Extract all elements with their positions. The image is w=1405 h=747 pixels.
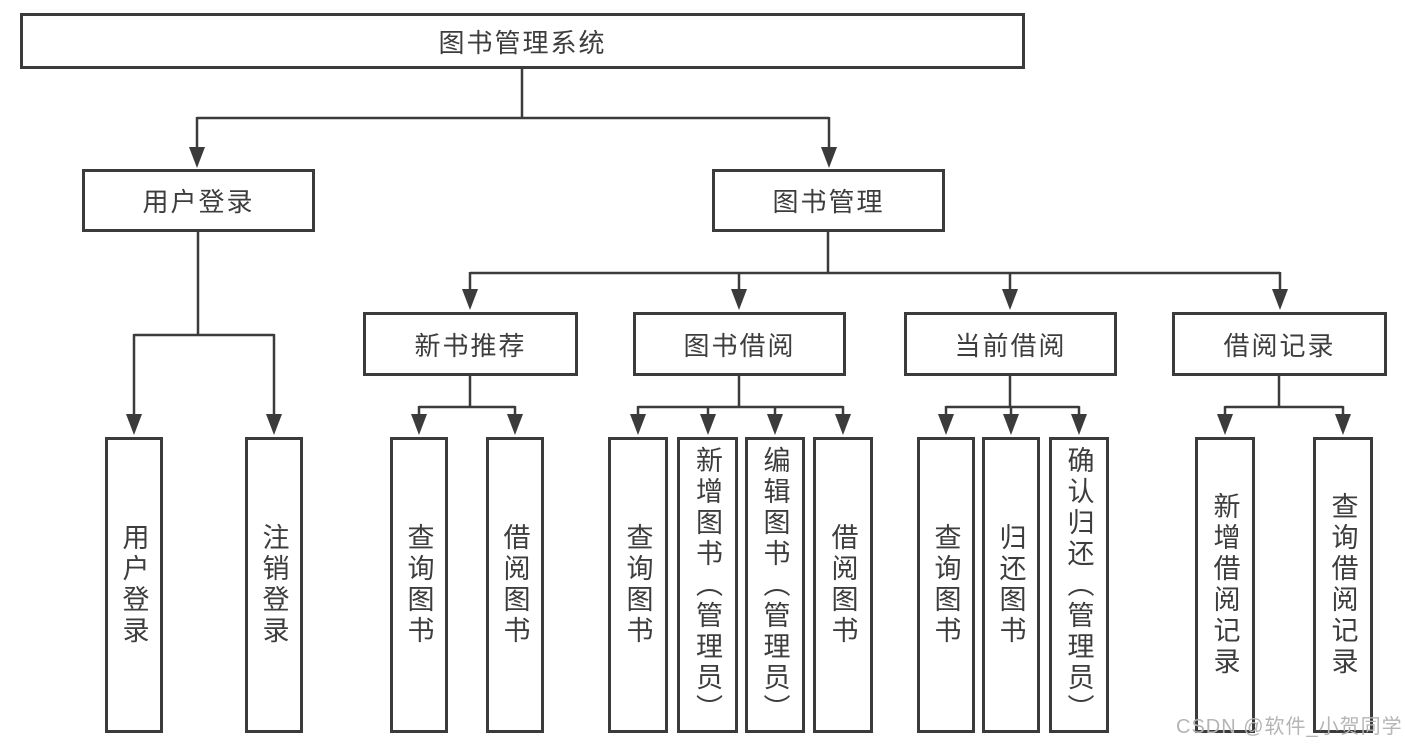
node-u1: 用户登录 — [105, 437, 163, 733]
node-r1: 查询图书 — [390, 437, 448, 733]
node-b3: 编辑图书（管理员） — [745, 437, 805, 733]
node-b1: 查询图书 — [608, 437, 668, 733]
node-label: 图书管理 — [772, 187, 885, 217]
node-b2: 新增图书（管理员） — [677, 437, 738, 733]
node-mgmt: 图书管理 — [712, 169, 945, 232]
node-label: 图书借阅 — [683, 330, 796, 361]
node-label: 查询图书 — [930, 523, 961, 647]
watermark: CSDN @软件_小贺同学 — [1176, 716, 1403, 738]
node-x2: 查询借阅记录 — [1313, 437, 1373, 733]
node-label: 查询借阅记录 — [1327, 492, 1358, 678]
node-c3: 确认归还（管理员） — [1049, 437, 1109, 733]
node-label: 确认归还（管理员） — [1063, 445, 1094, 725]
node-current: 当前借阅 — [904, 312, 1117, 376]
node-label: 编辑图书（管理员） — [759, 445, 790, 725]
node-label: 归还图书 — [995, 523, 1026, 647]
node-b4: 借阅图书 — [813, 437, 873, 733]
node-records: 借阅记录 — [1172, 312, 1387, 376]
node-rec: 新书推荐 — [363, 312, 578, 376]
node-label: 用户登录 — [142, 187, 255, 217]
node-c2: 归还图书 — [982, 437, 1040, 733]
node-label: 借阅图书 — [827, 523, 858, 647]
node-r2: 借阅图书 — [486, 437, 544, 733]
node-label: 新书推荐 — [414, 330, 527, 361]
node-x1: 新增借阅记录 — [1195, 437, 1255, 733]
node-label: 查询图书 — [403, 523, 434, 647]
node-label: 借阅图书 — [499, 523, 530, 647]
node-label: 借阅记录 — [1223, 330, 1336, 361]
node-login: 用户登录 — [82, 169, 315, 232]
node-root: 图书管理系统 — [20, 13, 1025, 69]
node-label: 新增图书（管理员） — [692, 445, 722, 725]
node-label: 用户登录 — [118, 523, 149, 647]
node-borrow: 图书借阅 — [633, 312, 846, 376]
node-u2: 注销登录 — [245, 437, 303, 733]
node-c1: 查询图书 — [917, 437, 975, 733]
node-label: 当前借阅 — [954, 330, 1067, 361]
node-label: 注销登录 — [258, 523, 289, 647]
node-label: 图书管理系统 — [438, 27, 607, 58]
node-label: 新增借阅记录 — [1209, 492, 1240, 678]
node-label: 查询图书 — [622, 523, 653, 647]
